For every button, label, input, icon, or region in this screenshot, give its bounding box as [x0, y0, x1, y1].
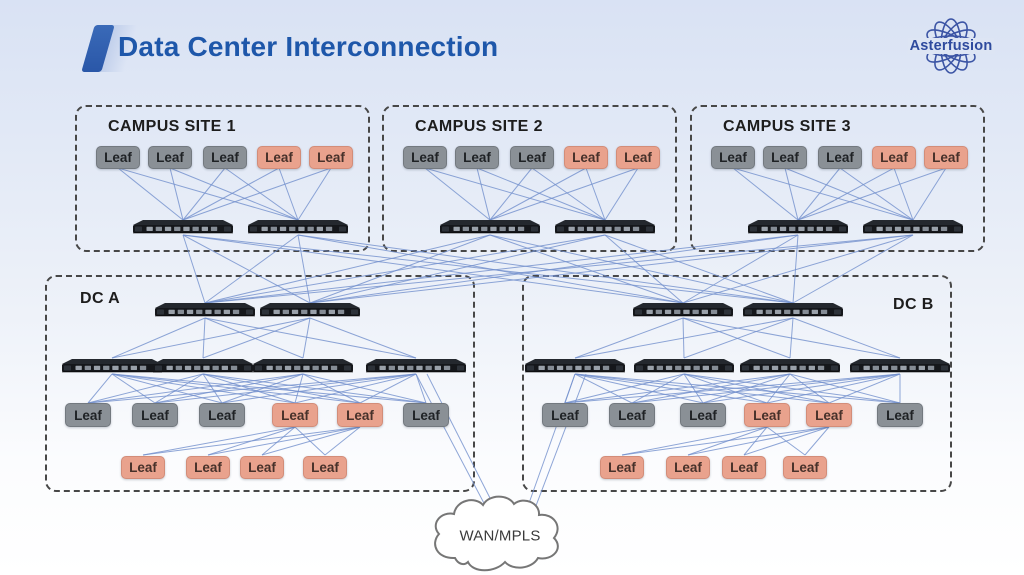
rack-switch-icon — [555, 220, 655, 234]
rack-switch-icon — [743, 303, 843, 317]
dc-spine-switch-node — [633, 302, 733, 318]
rack-switch-icon — [366, 359, 466, 373]
campus-leaf-node: Leaf — [924, 145, 968, 169]
campus-leaf-node: Leaf — [203, 145, 247, 169]
rack-switch-icon — [248, 220, 348, 234]
dc-leaf-switch-node — [740, 358, 840, 374]
campus-leaf-node: Leaf — [257, 145, 301, 169]
dc-leaf-switch-node — [850, 358, 950, 374]
rack-switch-icon — [634, 359, 734, 373]
dc-leaf-node: Leaf — [744, 403, 790, 427]
dc-sub-leaf-node: Leaf — [783, 455, 827, 479]
logo-text: Asterfusion — [907, 38, 995, 54]
campus-leaf-node: Leaf — [616, 145, 660, 169]
dc-leaf-node: Leaf — [403, 403, 449, 427]
campus-leaf-node: Leaf — [309, 145, 353, 169]
campus-leaf-node: Leaf — [564, 145, 608, 169]
dc-leaf-switch-node — [366, 358, 466, 374]
dc-leaf-switch-node — [525, 358, 625, 374]
rack-switch-icon — [748, 220, 848, 234]
campus-border-switch-node — [748, 219, 848, 235]
campus-site-2-label: CAMPUS SITE 2 — [415, 118, 543, 135]
dc-spine-switch-node — [260, 302, 360, 318]
rack-switch-icon — [863, 220, 963, 234]
rack-switch-icon — [260, 303, 360, 317]
rack-switch-icon — [525, 359, 625, 373]
dc-leaf-switch-node — [62, 358, 162, 374]
dc-leaf-node: Leaf — [680, 403, 726, 427]
rack-switch-icon — [740, 359, 840, 373]
dc-leaf-node: Leaf — [337, 403, 383, 427]
cloud-label: WAN/MPLS — [459, 527, 541, 545]
campus-leaf-node: Leaf — [403, 145, 447, 169]
dc-a-label: DC A — [80, 290, 121, 307]
campus-leaf-node: Leaf — [872, 145, 916, 169]
dc-leaf-node: Leaf — [806, 403, 852, 427]
campus-leaf-node: Leaf — [711, 145, 755, 169]
dc-sub-leaf-node: Leaf — [303, 455, 347, 479]
campus-leaf-node: Leaf — [148, 145, 192, 169]
campus-border-switch-node — [440, 219, 540, 235]
campus-leaf-node: Leaf — [818, 145, 862, 169]
dc-sub-leaf-node: Leaf — [600, 455, 644, 479]
dc-sub-leaf-node: Leaf — [121, 455, 165, 479]
campus-border-switch-node — [133, 219, 233, 235]
dc-leaf-node: Leaf — [877, 403, 923, 427]
campus-site-3-label: CAMPUS SITE 3 — [723, 118, 851, 135]
page-title: Data Center Interconnection — [118, 31, 499, 62]
rack-switch-icon — [62, 359, 162, 373]
rack-switch-icon — [850, 359, 950, 373]
dc-leaf-node: Leaf — [272, 403, 318, 427]
campus-leaf-node: Leaf — [763, 145, 807, 169]
dc-sub-leaf-node: Leaf — [666, 455, 710, 479]
campus-leaf-node: Leaf — [510, 145, 554, 169]
campus-leaf-node: Leaf — [96, 145, 140, 169]
dc-leaf-node: Leaf — [199, 403, 245, 427]
campus-border-switch-node — [863, 219, 963, 235]
dc-leaf-node: Leaf — [542, 403, 588, 427]
rack-switch-icon — [155, 303, 255, 317]
dc-sub-leaf-node: Leaf — [722, 455, 766, 479]
rack-switch-icon — [253, 359, 353, 373]
campus-border-switch-node — [555, 219, 655, 235]
slide-header: Data Center Interconnection Asterfusion — [0, 0, 1024, 92]
dc-leaf-switch-node — [634, 358, 734, 374]
dc-leaf-node: Leaf — [609, 403, 655, 427]
rack-switch-icon — [133, 220, 233, 234]
dc-leaf-node: Leaf — [65, 403, 111, 427]
dc-leaf-switch-node — [253, 358, 353, 374]
rack-switch-icon — [633, 303, 733, 317]
dc-sub-leaf-node: Leaf — [240, 455, 284, 479]
cloud-icon — [434, 495, 559, 572]
rack-switch-icon — [440, 220, 540, 234]
campus-leaf-node: Leaf — [455, 145, 499, 169]
campus-border-switch-node — [248, 219, 348, 235]
dc-b-label: DC B — [893, 296, 934, 313]
dc-leaf-switch-node — [153, 358, 253, 374]
rack-switch-icon — [153, 359, 253, 373]
dc-spine-switch-node — [743, 302, 843, 318]
dc-leaf-node: Leaf — [132, 403, 178, 427]
campus-site-1-label: CAMPUS SITE 1 — [108, 118, 236, 135]
dc-sub-leaf-node: Leaf — [186, 455, 230, 479]
dc-spine-switch-node — [155, 302, 255, 318]
wan-mpls-cloud: WAN/MPLS — [424, 486, 576, 575]
asterfusion-logo: Asterfusion — [892, 6, 1010, 86]
